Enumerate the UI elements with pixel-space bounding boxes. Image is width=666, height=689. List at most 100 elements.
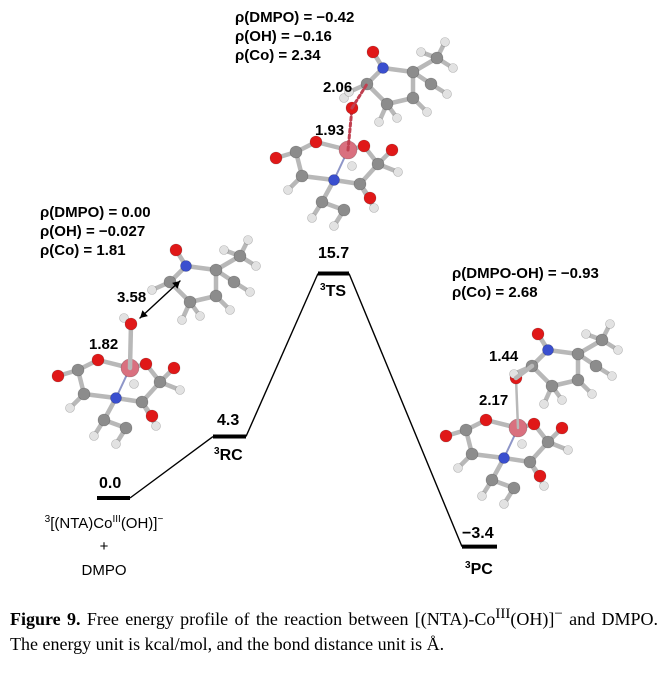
atom-h xyxy=(607,371,617,381)
pc-rho-co: ρ(Co) = 2.68 xyxy=(452,284,538,301)
atom-h xyxy=(147,285,157,295)
reactant-label: 3[(NTA)CoIII(OH)]− + DMPO xyxy=(24,512,184,582)
atom-c xyxy=(541,435,555,449)
reactant-dmpo: DMPO xyxy=(81,561,127,579)
rc-rho-co: ρ(Co) = 1.81 xyxy=(40,242,126,259)
connector-rc-to-ts xyxy=(245,273,319,437)
reactant-plus: + xyxy=(99,538,109,556)
atom-n xyxy=(110,392,122,404)
atom-o xyxy=(91,353,105,367)
atom-c xyxy=(233,249,247,263)
atom-c xyxy=(71,363,85,377)
atom-c xyxy=(209,263,223,277)
ts-state-label: 3TS xyxy=(320,283,346,300)
atom-c xyxy=(227,275,241,289)
atom-n xyxy=(498,452,510,464)
atom-h xyxy=(251,261,261,271)
atom-o xyxy=(366,45,380,59)
atom-h xyxy=(245,287,255,297)
ts-rho-co: ρ(Co) = 2.34 xyxy=(235,47,321,64)
molecular-structures xyxy=(51,37,623,509)
pc-spin-densities: ρ(DMPO-OH) = −0.93 ρ(Co) = 2.68 xyxy=(452,266,599,304)
rc-molecule xyxy=(51,235,261,449)
atom-n xyxy=(377,62,389,74)
atom-o xyxy=(145,409,159,423)
atom-c xyxy=(153,375,167,389)
atom-o xyxy=(357,139,371,153)
ts-spin-densities: ρ(DMPO) = −0.42 ρ(OH) = −0.16 ρ(Co) = 2.… xyxy=(235,10,354,67)
atom-c xyxy=(209,289,223,303)
atom-h xyxy=(557,395,567,405)
atom-o xyxy=(479,413,493,427)
atom-o xyxy=(51,369,65,383)
figure-caption: Figure 9. Free energy profile of the rea… xyxy=(10,604,658,657)
pc-bond-co-o: 2.17 xyxy=(479,392,509,409)
atom-h xyxy=(175,385,185,395)
rc-bond-dmpo-oh: 3.58 xyxy=(117,289,147,306)
atom-h xyxy=(539,399,549,409)
atom-c xyxy=(424,77,438,91)
atom-o xyxy=(169,243,183,257)
atom-o xyxy=(269,151,283,165)
rc-spin-densities: ρ(DMPO) = 0.00 ρ(OH) = −0.027 ρ(Co) = 1.… xyxy=(40,205,151,262)
rc-co-oh-bond xyxy=(127,321,134,371)
atom-h xyxy=(347,161,357,171)
caption-text-1: Free energy profile of the reaction betw… xyxy=(80,609,496,629)
rc-state-main: RC xyxy=(219,447,243,464)
atom-o xyxy=(555,421,569,435)
atom-c xyxy=(97,413,111,427)
atom-h xyxy=(442,89,452,99)
atom-h xyxy=(111,439,121,449)
atom-o xyxy=(139,357,153,371)
atom-h xyxy=(392,113,402,123)
pc-bond-n-o: 1.44 xyxy=(489,348,519,365)
atom-o xyxy=(533,469,547,483)
connector-reactant-to-rc xyxy=(129,435,214,499)
pc-c-o-bond xyxy=(513,363,535,381)
pc-state-label: 3PC xyxy=(465,561,493,578)
reactant-oxidation-sup: III xyxy=(112,514,121,525)
atom-h xyxy=(539,481,549,491)
atom-o xyxy=(385,143,399,157)
rc-state-label: 3RC xyxy=(214,447,243,464)
atom-c xyxy=(183,295,197,309)
atom-h xyxy=(613,345,623,355)
atom-h xyxy=(453,463,463,473)
atom-h xyxy=(65,403,75,413)
atom-h xyxy=(374,117,384,127)
atom-h xyxy=(151,421,161,431)
atom-h xyxy=(440,37,450,47)
atom-c xyxy=(589,359,603,373)
atom-h xyxy=(89,431,99,441)
ts-bond-co-o: 1.93 xyxy=(315,122,345,139)
ts-bond-dmpo-oh: 2.06 xyxy=(323,79,353,96)
atom-o xyxy=(439,429,453,443)
reactant-charge-sup: − xyxy=(157,514,164,525)
atom-o xyxy=(527,417,541,431)
ts-molecule xyxy=(269,37,458,231)
atom-h xyxy=(416,47,426,57)
atom-h xyxy=(283,185,293,195)
atom-n xyxy=(180,260,192,272)
atom-c xyxy=(371,157,385,171)
energy-levels xyxy=(97,271,497,549)
atom-c xyxy=(119,421,133,435)
atom-h xyxy=(422,107,432,117)
atom-c xyxy=(545,379,559,393)
atom-h xyxy=(219,245,229,255)
rc-state-sup: 3 xyxy=(214,446,220,457)
atom-h xyxy=(307,213,317,223)
atom-h xyxy=(329,221,339,231)
atom-h xyxy=(195,311,205,321)
rc-rho-oh: ρ(OH) = −0.027 xyxy=(40,223,146,240)
atom-h xyxy=(119,313,129,323)
atom-h xyxy=(587,389,597,399)
atom-c xyxy=(406,65,420,79)
pc-molecule xyxy=(439,319,623,509)
atom-o xyxy=(531,327,545,341)
atom-h xyxy=(225,305,235,315)
ts-state-main: TS xyxy=(325,283,347,300)
atom-h xyxy=(581,329,591,339)
atom-c xyxy=(77,387,91,401)
atom-h xyxy=(339,93,349,103)
